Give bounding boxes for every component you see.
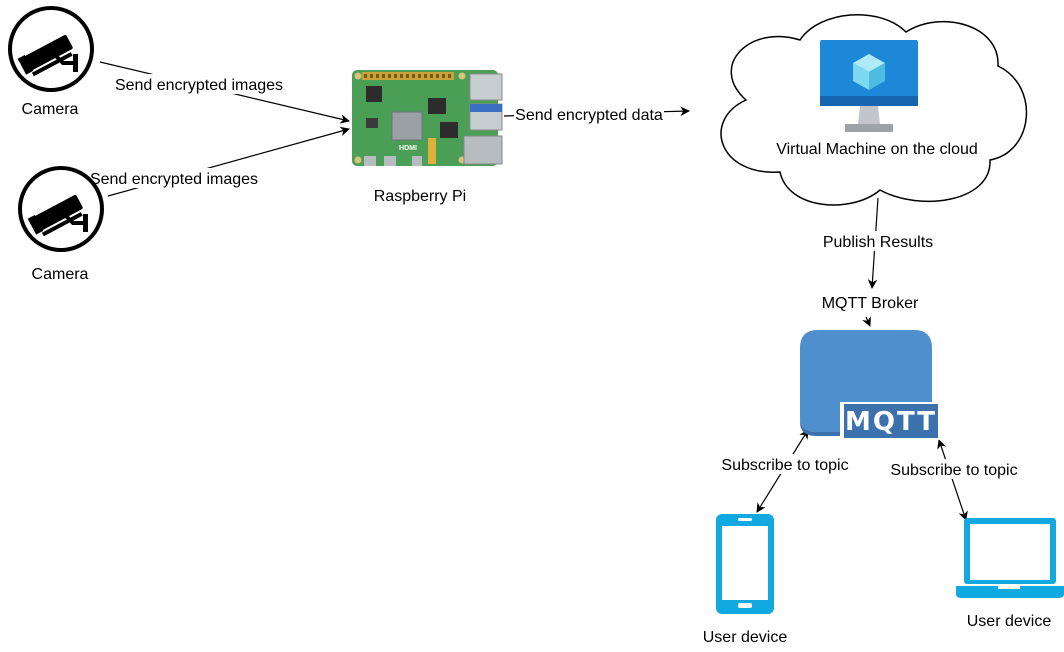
edge-label-subscribe-phone: Subscribe to topic: [719, 454, 851, 474]
user-phone-label: User device: [703, 629, 788, 646]
mqtt-logo-text: MQTT: [845, 407, 937, 437]
mqtt-broker-label: MQTT Broker: [822, 295, 919, 312]
edge-broker-label-to-icon: [862, 316, 871, 327]
raspberry-pi-board-icon: HDMI: [352, 70, 503, 166]
raspberry-pi-node: HDMI Raspberry Pi: [352, 70, 503, 205]
svg-text:Publish Results: Publish Results: [823, 234, 933, 251]
cctv-camera-icon: [8, 6, 94, 92]
edge-laptop-to-broker: [937, 439, 968, 521]
svg-text:Send encrypted images: Send encrypted images: [115, 77, 283, 94]
edge-label-send-images-bottom: Send encrypted images: [88, 168, 260, 188]
svg-text:Subscribe to topic: Subscribe to topic: [721, 457, 848, 474]
mqtt-broker-node: MQTT Broker MQTT: [800, 295, 940, 440]
virtual-machine-icon: [820, 40, 918, 132]
svg-text:Send encrypted images: Send encrypted images: [90, 171, 258, 188]
camera-top-node: Camera: [8, 6, 94, 118]
edge-label-send-data: Send encrypted data: [514, 104, 664, 124]
edge-label-subscribe-laptop: Subscribe to topic: [888, 459, 1020, 479]
camera-bottom-node: Camera: [18, 166, 104, 283]
edge-label-send-images-top: Send encrypted images: [112, 74, 286, 94]
raspberry-pi-label: Raspberry Pi: [374, 188, 466, 205]
edge-label-publish-results: Publish Results: [820, 231, 936, 251]
cctv-camera-icon: [18, 166, 104, 252]
laptop-icon: [956, 518, 1064, 598]
cloud-node: Virtual Machine on the cloud: [720, 14, 1028, 206]
svg-text:HDMI: HDMI: [399, 145, 417, 152]
svg-text:Subscribe to topic: Subscribe to topic: [890, 462, 1017, 479]
user-laptop-node: User device: [956, 518, 1064, 630]
svg-text:Send encrypted data: Send encrypted data: [515, 107, 663, 124]
mqtt-broker-icon: MQTT: [800, 330, 940, 440]
user-phone-node: User device: [703, 514, 788, 646]
smartphone-icon: [716, 514, 774, 614]
camera-bottom-label: Camera: [32, 266, 89, 283]
camera-top-label: Camera: [22, 101, 79, 118]
user-laptop-label: User device: [967, 613, 1052, 630]
vm-label: Virtual Machine on the cloud: [776, 141, 978, 158]
